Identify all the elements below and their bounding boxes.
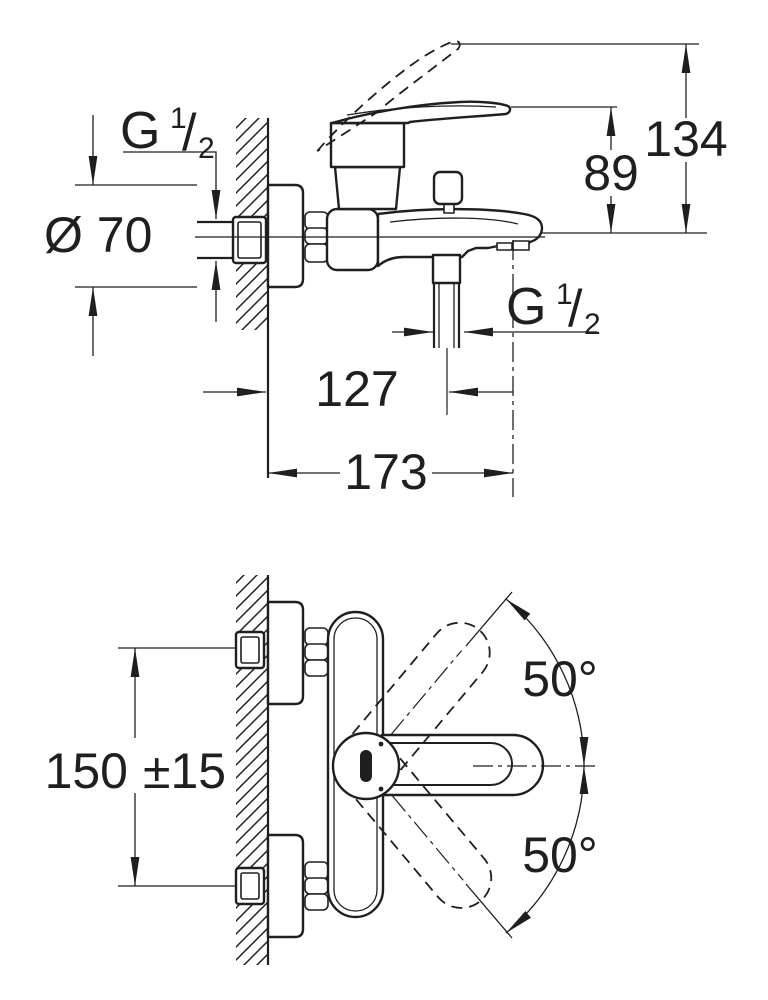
dim-89-label: 89 [583, 145, 639, 201]
flange-lower [266, 833, 305, 939]
top-view-side-elevation: G 1 / 2 Ø 70 89 134 [44, 40, 728, 500]
dim-150: 150 ±15 [45, 647, 236, 887]
mounting-nut-lower [304, 861, 329, 911]
shower-outlet [431, 253, 462, 415]
dim-89: 89 [511, 106, 639, 233]
lever-handle-swung-up-phantom [351, 621, 491, 773]
dim-angle-upper: 50° [465, 591, 598, 767]
dim-173: 173 [268, 444, 513, 500]
mixer-body [325, 207, 380, 272]
dim-g-half-wall-label: G [120, 102, 160, 160]
dim-diameter-70: Ø 70 [44, 115, 197, 356]
dim-173-label: 173 [344, 444, 427, 500]
dim-134: 134 [451, 43, 728, 234]
aerator-plate-right [512, 240, 530, 251]
bottom-view-front-elevation: 150 ±15 50° 50° [45, 575, 598, 965]
mounting-nut [304, 211, 329, 263]
lever-handle-raised-phantom [316, 40, 461, 152]
dim-127: 127 [203, 361, 513, 417]
shower-outlet-block [431, 253, 462, 285]
aerator-plate-left [496, 242, 513, 251]
dim-g-half-outlet-label: G [506, 278, 546, 336]
mounting-nut-upper [304, 627, 329, 677]
dim-g-half-outlet-denominator: 2 [584, 308, 601, 341]
inlet-fitting-inner [237, 221, 262, 259]
lever-handle [330, 100, 512, 125]
dim-g-half-outlet-numerator: 1 [556, 278, 573, 311]
spout-inner-contour [389, 217, 519, 225]
diverter-knob [432, 170, 464, 214]
dim-g-half-wall-slash: / [182, 104, 197, 162]
dim-angle-lower: 50° [465, 765, 598, 939]
dim-150-tolerance-label: ±15 [143, 743, 226, 799]
dim-g-half-outlet: G 1 / 2 [392, 278, 601, 341]
dim-150-label: 150 [45, 743, 128, 799]
cartridge-cap-dot-top [378, 741, 384, 747]
escutcheon-flange [266, 183, 305, 289]
cartridge-cap-dot-bottom [378, 786, 384, 792]
dim-angle-upper-label: 50° [522, 651, 598, 707]
supply-pipe-stub [197, 220, 233, 260]
lever-handle-outline [330, 100, 512, 125]
dim-g-half-wall: G 1 / 2 [120, 102, 221, 322]
angle-lower-extension-line [465, 883, 513, 939]
cartridge-block [329, 121, 406, 169]
dim-g-half-wall-denominator: 2 [198, 132, 215, 165]
dim-angle-lower-label: 50° [522, 827, 598, 883]
angle-lower-arc [505, 765, 589, 934]
inlet-fitting-upper [234, 630, 266, 670]
dim-134-label: 134 [644, 111, 727, 167]
dim-g-half-wall-numerator: 1 [170, 102, 187, 135]
cartridge-cap [331, 731, 401, 801]
shower-outlet-thread-inner [438, 283, 455, 348]
inlet-fitting-lower [234, 866, 266, 906]
angle-upper-extension-line [465, 591, 513, 647]
diverter-knob-cap [432, 170, 464, 206]
angle-upper-arc [505, 598, 589, 767]
lever-handle-swung-down-phantom [353, 757, 493, 909]
dim-g-half-outlet-slash: / [568, 280, 583, 338]
lever-handle-edge-line [346, 105, 497, 116]
dim-127-label: 127 [315, 361, 398, 417]
shower-outlet-thread-outer [432, 283, 461, 348]
flange-upper [266, 600, 305, 706]
dim-diameter-70-label: Ø 70 [44, 207, 152, 263]
cartridge-cap-slot [360, 750, 372, 782]
cartridge-column [333, 165, 402, 211]
